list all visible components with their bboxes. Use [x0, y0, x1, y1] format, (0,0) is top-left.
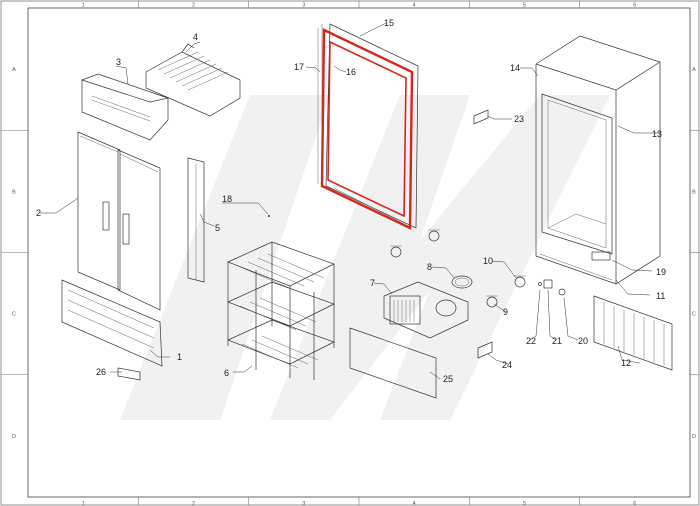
part-8-tube — [451, 275, 473, 289]
part-12-back-panel — [593, 295, 673, 371]
callout-13: 13 — [652, 129, 662, 139]
grid-row-D-left: D — [12, 434, 16, 440]
callout-14: 14 — [510, 63, 520, 73]
leader-lines — [40, 22, 660, 380]
callout-19: 19 — [656, 267, 666, 277]
callout-18: 18 — [222, 194, 232, 204]
part-3-top-grille — [81, 73, 169, 141]
callout-12: 12 — [621, 358, 631, 368]
callout-7: 7 — [370, 278, 375, 288]
callout-22: 22 — [526, 336, 536, 346]
callout-16: 16 — [346, 67, 356, 77]
callout-26: 26 — [96, 367, 106, 377]
part-4-condensing-top — [145, 43, 241, 117]
grid-column-6-top: 6 — [633, 3, 636, 9]
part-25-lower-panel — [349, 327, 437, 399]
grid-column-1-bottom: 1 — [82, 501, 85, 506]
callout-20: 20 — [578, 336, 588, 346]
grid-column-5-top: 5 — [523, 3, 526, 9]
small-parts — [473, 109, 566, 359]
part-16-door-gasket — [320, 28, 414, 230]
grid-column-5-bottom: 5 — [523, 501, 526, 506]
callout-24: 24 — [502, 360, 512, 370]
callout-1: 1 — [177, 352, 182, 362]
callout-3: 3 — [116, 57, 121, 67]
grid-row-A-left: A — [12, 67, 16, 73]
callout-10: 10 — [483, 256, 493, 266]
grid-column-6-bottom: 6 — [633, 501, 636, 506]
callouts: 1 2 3 4 5 6 7 8 9 10 11 12 13 14 15 16 1… — [36, 18, 666, 384]
part-2-double-door — [77, 131, 161, 311]
grid-row-B-left: B — [12, 189, 16, 195]
part-26-plate — [117, 367, 141, 381]
grid-column-2-bottom: 2 — [192, 501, 195, 506]
callout-5: 5 — [215, 223, 220, 233]
cabinet — [535, 35, 661, 285]
grid-row-D-right: D — [692, 434, 696, 440]
part-1-bottom-grille — [61, 279, 163, 367]
grid-row-C-left: C — [12, 312, 16, 318]
part-7-condensing-unit — [383, 281, 469, 339]
callout-2: 2 — [36, 208, 41, 218]
callout-17: 17 — [294, 62, 304, 72]
grid-row-C-right: C — [692, 312, 696, 318]
grid-column-1-top: 1 — [82, 3, 85, 9]
callout-4: 4 — [193, 32, 198, 42]
part-6-wire-shelves — [227, 241, 335, 380]
callout-9: 9 — [503, 307, 508, 317]
callout-8: 8 — [427, 262, 432, 272]
grid-row-A-right: A — [692, 67, 696, 73]
callout-6: 6 — [224, 368, 229, 378]
grid-column-4-bottom: 4 — [413, 501, 416, 506]
grid-column-4-top: 4 — [413, 3, 416, 9]
part-17-door-seal-strip — [317, 24, 409, 227]
callout-15: 15 — [384, 18, 394, 28]
callout-25: 25 — [443, 374, 453, 384]
casters — [390, 229, 526, 308]
callout-11: 11 — [656, 291, 665, 301]
part-15-door-frame — [325, 23, 419, 229]
grid-row-B-right: B — [692, 189, 696, 195]
callout-21: 21 — [552, 336, 562, 346]
watermark-logo — [120, 95, 610, 420]
callout-23: 23 — [514, 114, 524, 124]
grid-column-3-top: 3 — [302, 3, 305, 9]
grid-column-3-bottom: 3 — [302, 501, 305, 506]
part-18-marker — [268, 215, 270, 217]
part-5-mullion — [187, 157, 205, 283]
grid-column-2-top: 2 — [192, 3, 195, 9]
